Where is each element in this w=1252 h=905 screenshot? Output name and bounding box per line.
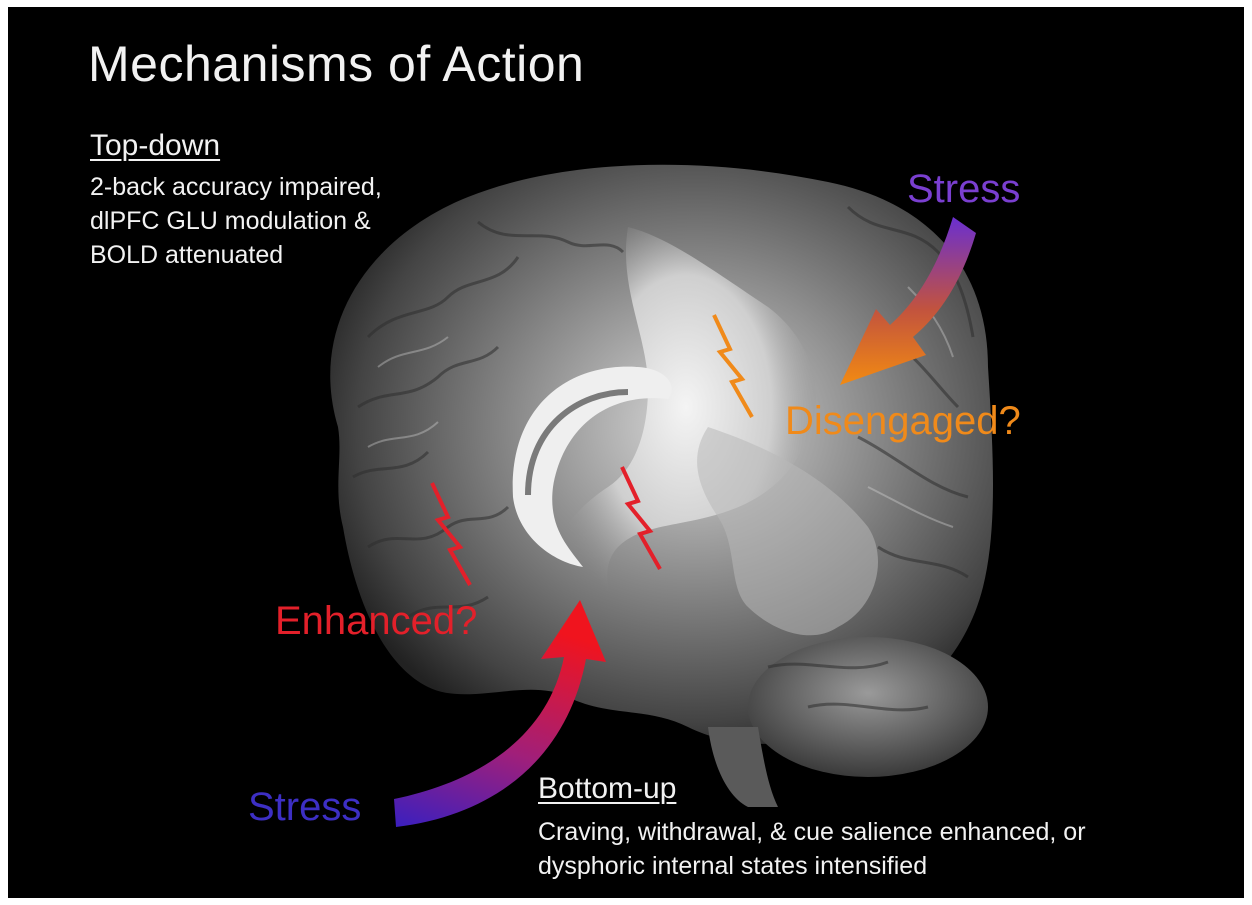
brain-image (330, 165, 993, 807)
stress-label-bottom: Stress (248, 785, 361, 830)
bottom-up-description: Craving, withdrawal, & cue salience enha… (538, 815, 1086, 883)
top-down-line: dlPFC GLU modulation & (90, 204, 382, 238)
top-down-line: BOLD attenuated (90, 238, 382, 272)
slide: Mechanisms of Action Top-down 2-back acc… (8, 7, 1244, 898)
bottom-up-line: Craving, withdrawal, & cue salience enha… (538, 815, 1086, 849)
top-down-heading: Top-down (90, 129, 220, 163)
top-down-description: 2-back accuracy impaired, dlPFC GLU modu… (90, 170, 382, 272)
bottom-up-heading: Bottom-up (538, 772, 676, 806)
disengaged-label: Disengaged? (785, 399, 1021, 444)
enhanced-label: Enhanced? (275, 599, 477, 644)
top-down-line: 2-back accuracy impaired, (90, 170, 382, 204)
stress-label-top: Stress (907, 167, 1020, 212)
bottom-up-line: dysphoric internal states intensified (538, 849, 1086, 883)
slide-title: Mechanisms of Action (88, 35, 584, 93)
